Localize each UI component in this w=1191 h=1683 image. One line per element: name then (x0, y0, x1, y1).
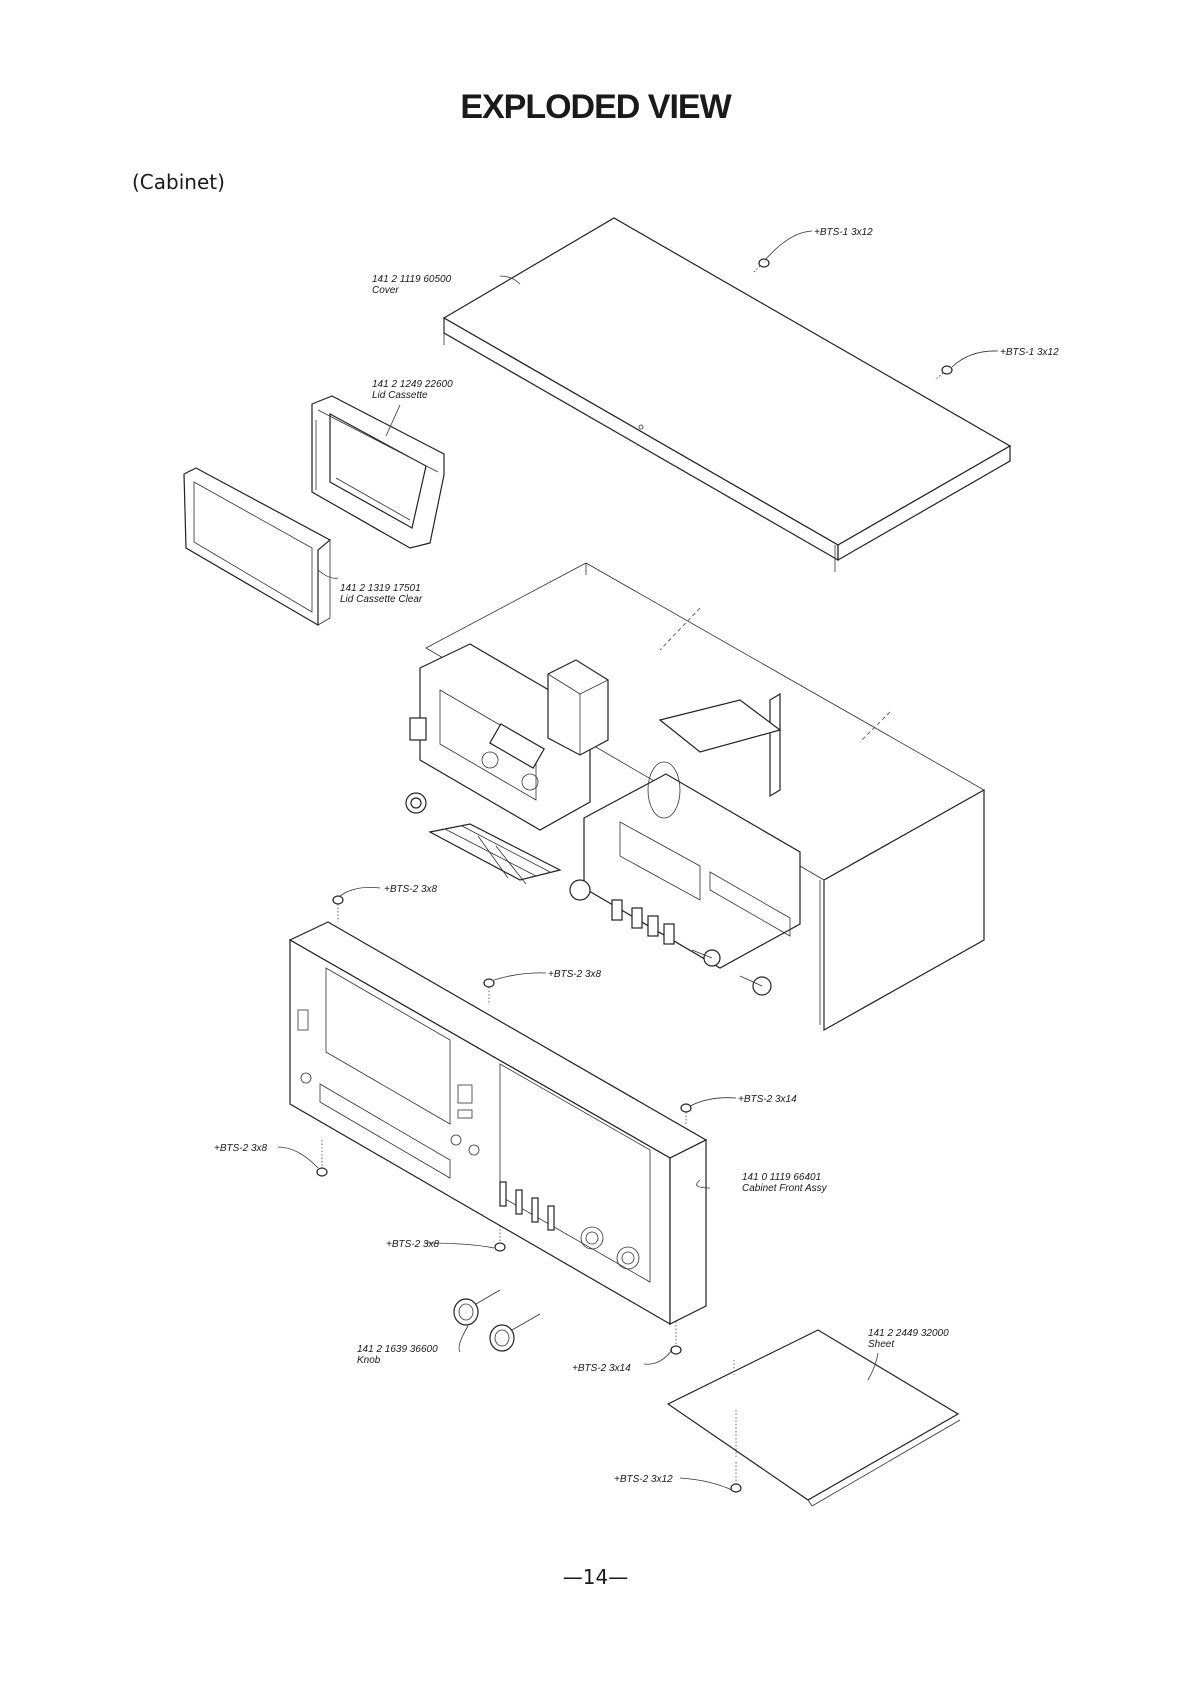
callout-screw-front-left-top: +BTS-2 3x8 (384, 884, 438, 895)
callout-sheet-name: Sheet (868, 1339, 895, 1350)
callout-screw-top-1: +BTS-1 3x12 (814, 227, 873, 238)
knob-icon (453, 1289, 501, 1326)
callout-screw-sheet: +BTS-2 3x12 (614, 1474, 673, 1485)
knob-icon (489, 1313, 541, 1352)
callout-front-name: Cabinet Front Assy (742, 1183, 828, 1194)
screw-icon (680, 1103, 692, 1125)
lid-cassette-part (311, 395, 445, 549)
callout-front-part: 141 0 1119 66401 (742, 1172, 821, 1183)
callout-lid-part: 141 2 1249 22600 (372, 379, 453, 390)
callout-screw-front-right-top: +BTS-2 3x14 (738, 1094, 797, 1105)
callout-knob-part: 141 2 1639 36600 (357, 1344, 438, 1355)
cover-part (442, 217, 1012, 572)
sheet-part (666, 1329, 961, 1507)
screw-icon (753, 258, 770, 273)
callout-lid-clear-name: Lid Cassette Clear (340, 594, 423, 605)
screw-icon (483, 978, 495, 1005)
cabinet-front-assy-part (288, 921, 708, 1326)
screw-icon (332, 895, 344, 922)
callout-cover-part: 141 2 1119 60500 (372, 274, 452, 285)
page-number: —14— (562, 1565, 629, 1589)
callout-screw-front-left-bottom: +BTS-2 3x8 (214, 1143, 268, 1154)
callout-knob-name: Knob (357, 1355, 381, 1366)
callout-screw-front-right-bottom: +BTS-2 3x14 (572, 1363, 631, 1374)
callout-screw-front-mid-bottom: +BTS-2 3x8 (386, 1239, 440, 1250)
screw-icon (670, 1318, 682, 1355)
callout-cover-name: Cover (372, 285, 399, 296)
screw-icon (934, 365, 953, 381)
callout-lid-clear-part: 141 2 1319 17501 (340, 583, 421, 594)
screw-icon (494, 1222, 506, 1252)
callout-screw-top-2: +BTS-1 3x12 (1000, 347, 1059, 358)
leader-lines (277, 230, 999, 1491)
screw-icon (316, 1140, 328, 1177)
section-label: (Cabinet) (132, 170, 225, 194)
main-chassis (405, 562, 985, 1032)
callout-screw-front-mid-top: +BTS-2 3x8 (548, 969, 602, 980)
lid-cassette-clear-part (183, 467, 332, 627)
callout-sheet-part: 141 2 2449 32000 (868, 1328, 949, 1339)
page-title: EXPLODED VIEW (460, 88, 731, 126)
callout-lid-name: Lid Cassette (372, 390, 428, 401)
screw-icon (730, 1462, 742, 1493)
